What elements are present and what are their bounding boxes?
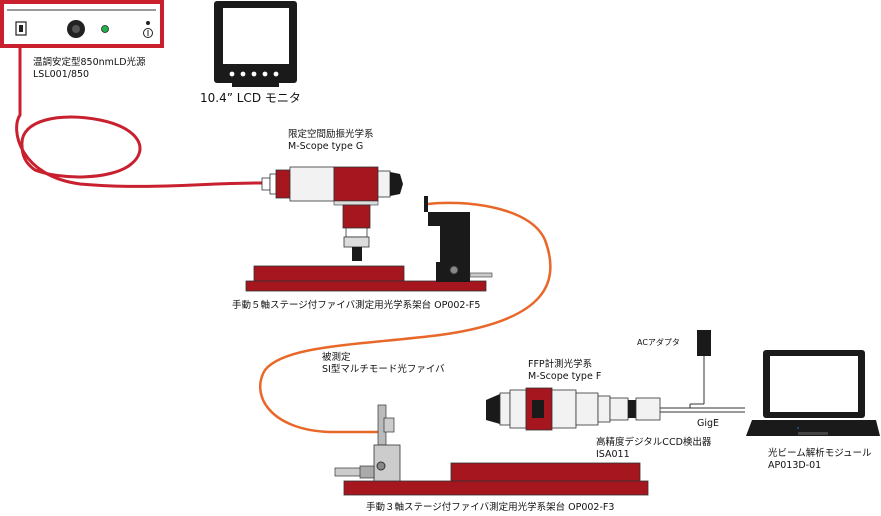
ac-adapter-label: ACアダプタ (637, 337, 680, 349)
laptop-label: 光ビーム解析モジュール AP013D-01 (768, 448, 872, 472)
mscope-type-f (486, 387, 636, 431)
laptop-model: AP013D-01 (768, 460, 822, 471)
ac-adapter (697, 330, 711, 356)
ccd-name: 高精度デジタルCCD検出器 (596, 437, 712, 448)
ccd-model: ISA011 (596, 449, 630, 460)
lcd-label: 10.4” LCD モニタ (200, 91, 301, 105)
stage5-name: 手動５軸ステージ付ファイバ測定用光学系架台 OP002-F5 (232, 300, 481, 311)
mscope-type-g (261, 166, 403, 261)
gige-name: GigE (697, 418, 720, 429)
stage-op002-f5 (245, 196, 493, 292)
ffp-label: FFP計測光学系 M-Scope type F (528, 359, 601, 383)
laptop-name: 光ビーム解析モジュール (768, 448, 872, 459)
light-source-name: 温調安定型850nmLD光源 (33, 57, 146, 68)
ffp-name: FFP計測光学系 (528, 359, 593, 370)
ccd-label: 高精度デジタルCCD検出器 ISA011 (596, 437, 711, 461)
ffp-model: M-Scope type F (528, 371, 602, 382)
test-fiber (259, 201, 552, 434)
fiber-line2: SI型マルチモード光ファイバ (322, 364, 445, 375)
fiber-label: 被測定 SI型マルチモード光ファイバ (322, 352, 445, 376)
mscope-g-label: 限定空間励振光学系 M-Scope type G (288, 129, 374, 153)
led-indicator-icon (101, 25, 109, 33)
light-source-label: 温調安定型850nmLD光源 LSL001/850 (33, 57, 146, 81)
laptop (746, 350, 880, 436)
ac-adapter-name: ACアダプタ (637, 338, 680, 347)
lcd-name: 10.4” LCD モニタ (200, 91, 301, 105)
stage3-label: 手動３軸ステージ付ファイバ測定用光学系架台 OP002-F3 (366, 502, 614, 514)
gige-label: GigE (697, 418, 719, 430)
light-source-model: LSL001/850 (33, 69, 90, 80)
stage3-name: 手動３軸ステージ付ファイバ測定用光学系架台 OP002-F3 (366, 502, 615, 513)
source-fiber (15, 46, 263, 188)
stage5-label: 手動５軸ステージ付ファイバ測定用光学系架台 OP002-F5 (232, 300, 480, 312)
mscope-g-name: 限定空間励振光学系 (288, 129, 374, 140)
stage-op002-f3 (334, 404, 649, 496)
light-source-unit (0, 0, 164, 48)
ccd-detector (635, 397, 661, 421)
fiber-line1: 被測定 (322, 352, 351, 363)
lcd-monitor (214, 1, 297, 87)
mscope-g-model: M-Scope type G (288, 141, 364, 152)
